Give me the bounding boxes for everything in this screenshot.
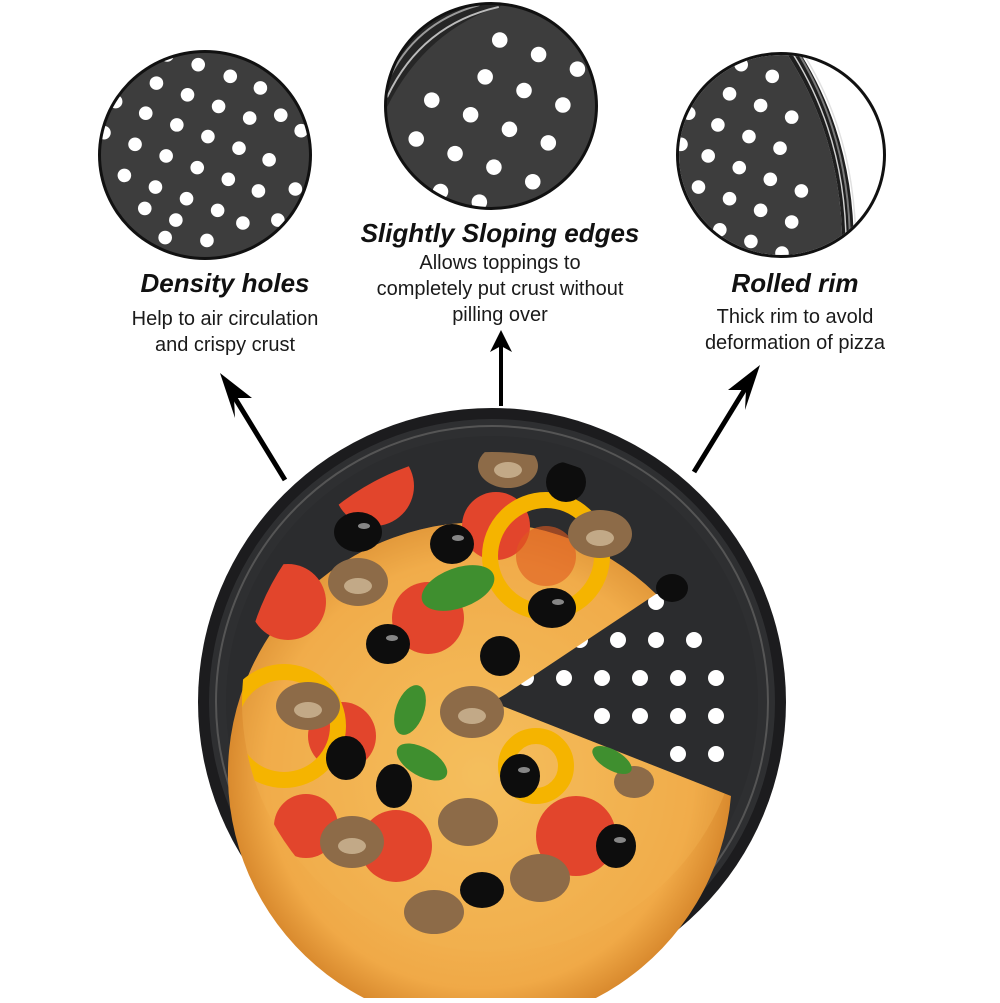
arrow-up-right-icon (691, 365, 760, 474)
arrow-up-icon (490, 330, 512, 406)
feature-title: Slightly Sloping edges (360, 218, 640, 248)
rolled-rim-texture (679, 55, 857, 255)
olives (326, 462, 688, 908)
rolled-rim-closeup (676, 52, 886, 258)
feature-description-line: pilling over (452, 304, 548, 326)
pizza-on-pan (196, 406, 788, 1003)
feature-rolled-rim: Rolled rim Thick rim to avold deformatio… (660, 268, 930, 356)
pizza-crust (227, 522, 731, 1003)
feature-description-line: deformation of pizza (704, 332, 886, 354)
feature-description-line: completely put crust without (376, 278, 624, 300)
feature-description-line: Thick rim to avold (716, 306, 874, 328)
perforated-pan-texture (101, 53, 308, 248)
feature-density-holes: Density holes Help to air circulation an… (80, 268, 370, 358)
sloping-edges-closeup (384, 2, 598, 210)
feature-title: Density holes (140, 268, 310, 298)
feature-description-line: Help to air circulation (131, 308, 319, 330)
feature-sloping-edges: Slightly Sloping edges Allows toppings t… (320, 218, 680, 328)
pizza-illustration (198, 408, 786, 1003)
feature-title: Rolled rim (731, 268, 859, 298)
density-holes-closeup (98, 50, 312, 260)
pepper-inner (516, 526, 576, 586)
basil-leaves (394, 565, 632, 781)
sloped-edge-texture (387, 5, 586, 207)
arrow-up-left-icon (220, 373, 288, 482)
feature-description-line: and crispy crust (154, 334, 296, 356)
feature-description-line: Allows toppings to (419, 252, 581, 274)
